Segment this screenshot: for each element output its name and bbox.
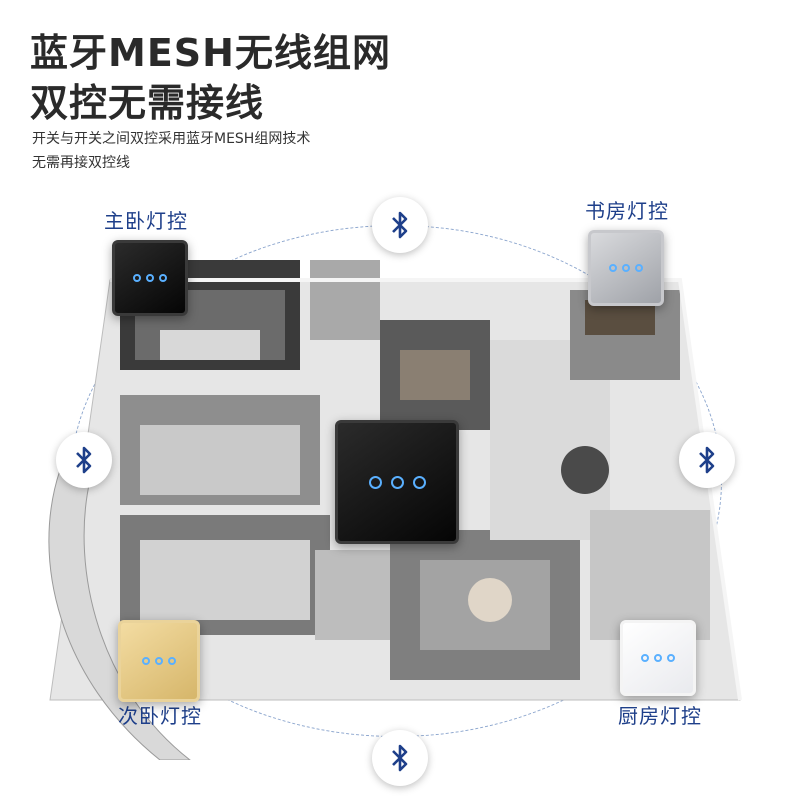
bluetooth-icon	[392, 211, 408, 239]
label-kitchen: 厨房灯控	[618, 704, 702, 728]
bluetooth-node-left	[56, 432, 112, 488]
label-master-bedroom: 主卧灯控	[104, 209, 188, 233]
apartment-floorplan-illustration	[48, 260, 742, 760]
switch-center-black	[335, 420, 459, 544]
bluetooth-node-bottom	[372, 730, 428, 786]
switch-kitchen-white	[620, 620, 696, 696]
description-line1: 开关与开关之间双控采用蓝牙MESH组网技术	[32, 131, 311, 147]
switch-second-bedroom-gold	[118, 620, 200, 702]
bluetooth-node-top	[372, 197, 428, 253]
headline-line1: 蓝牙MESH无线组网	[30, 31, 391, 75]
switch-study-silver	[588, 230, 664, 306]
headline-line2: 双控无需接线	[30, 81, 265, 125]
bluetooth-icon	[76, 446, 92, 474]
label-study: 书房灯控	[585, 199, 669, 223]
bluetooth-icon	[392, 744, 408, 772]
label-second-bedroom: 次卧灯控	[118, 704, 202, 728]
description-line2: 无需再接双控线	[32, 155, 130, 171]
bluetooth-icon	[699, 446, 715, 474]
switch-master-bedroom-black	[112, 240, 188, 316]
bluetooth-node-right	[679, 432, 735, 488]
